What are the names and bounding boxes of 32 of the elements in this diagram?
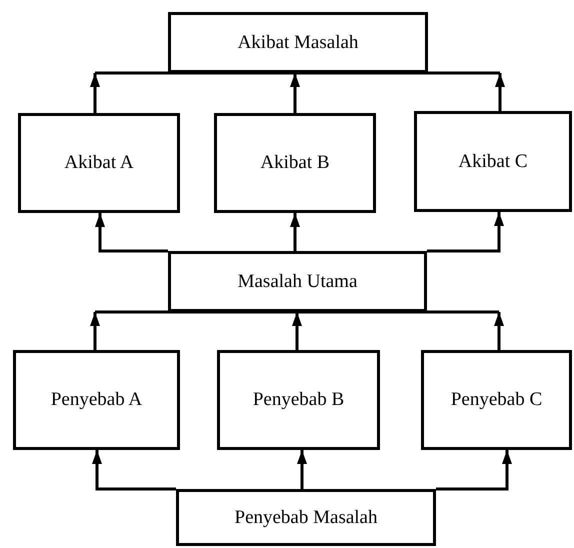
process-box (168, 12, 428, 73)
arrow (95, 213, 168, 252)
box-label: Masalah Utama (238, 270, 358, 292)
process-box (18, 113, 180, 213)
arrow (495, 73, 505, 111)
arrow (92, 450, 176, 490)
process-box (421, 350, 572, 450)
arrow (290, 73, 300, 113)
connector-line (95, 310, 499, 314)
connector-line (95, 72, 500, 74)
arrow (292, 312, 302, 350)
process-box (217, 350, 380, 450)
process-box (176, 489, 436, 546)
arrow (290, 213, 300, 251)
process-box (414, 111, 572, 212)
box-label: Penyebab C (450, 389, 542, 411)
box-label: Penyebab B (252, 389, 344, 411)
process-box (13, 350, 180, 450)
arrow (90, 312, 100, 350)
arrow (427, 212, 504, 252)
box-label: Akibat B (260, 152, 330, 174)
box-label: Penyebab Masalah (234, 506, 378, 528)
process-box (214, 113, 376, 213)
box-label: Akibat Masalah (238, 32, 358, 54)
box-label: Akibat C (458, 150, 528, 172)
arrow (297, 450, 307, 489)
process-box (168, 251, 427, 312)
arrow (494, 312, 504, 350)
box-label: Akibat A (64, 152, 134, 174)
box-label: Penyebab A (50, 389, 142, 411)
arrow (90, 73, 100, 113)
arrow (436, 450, 512, 490)
